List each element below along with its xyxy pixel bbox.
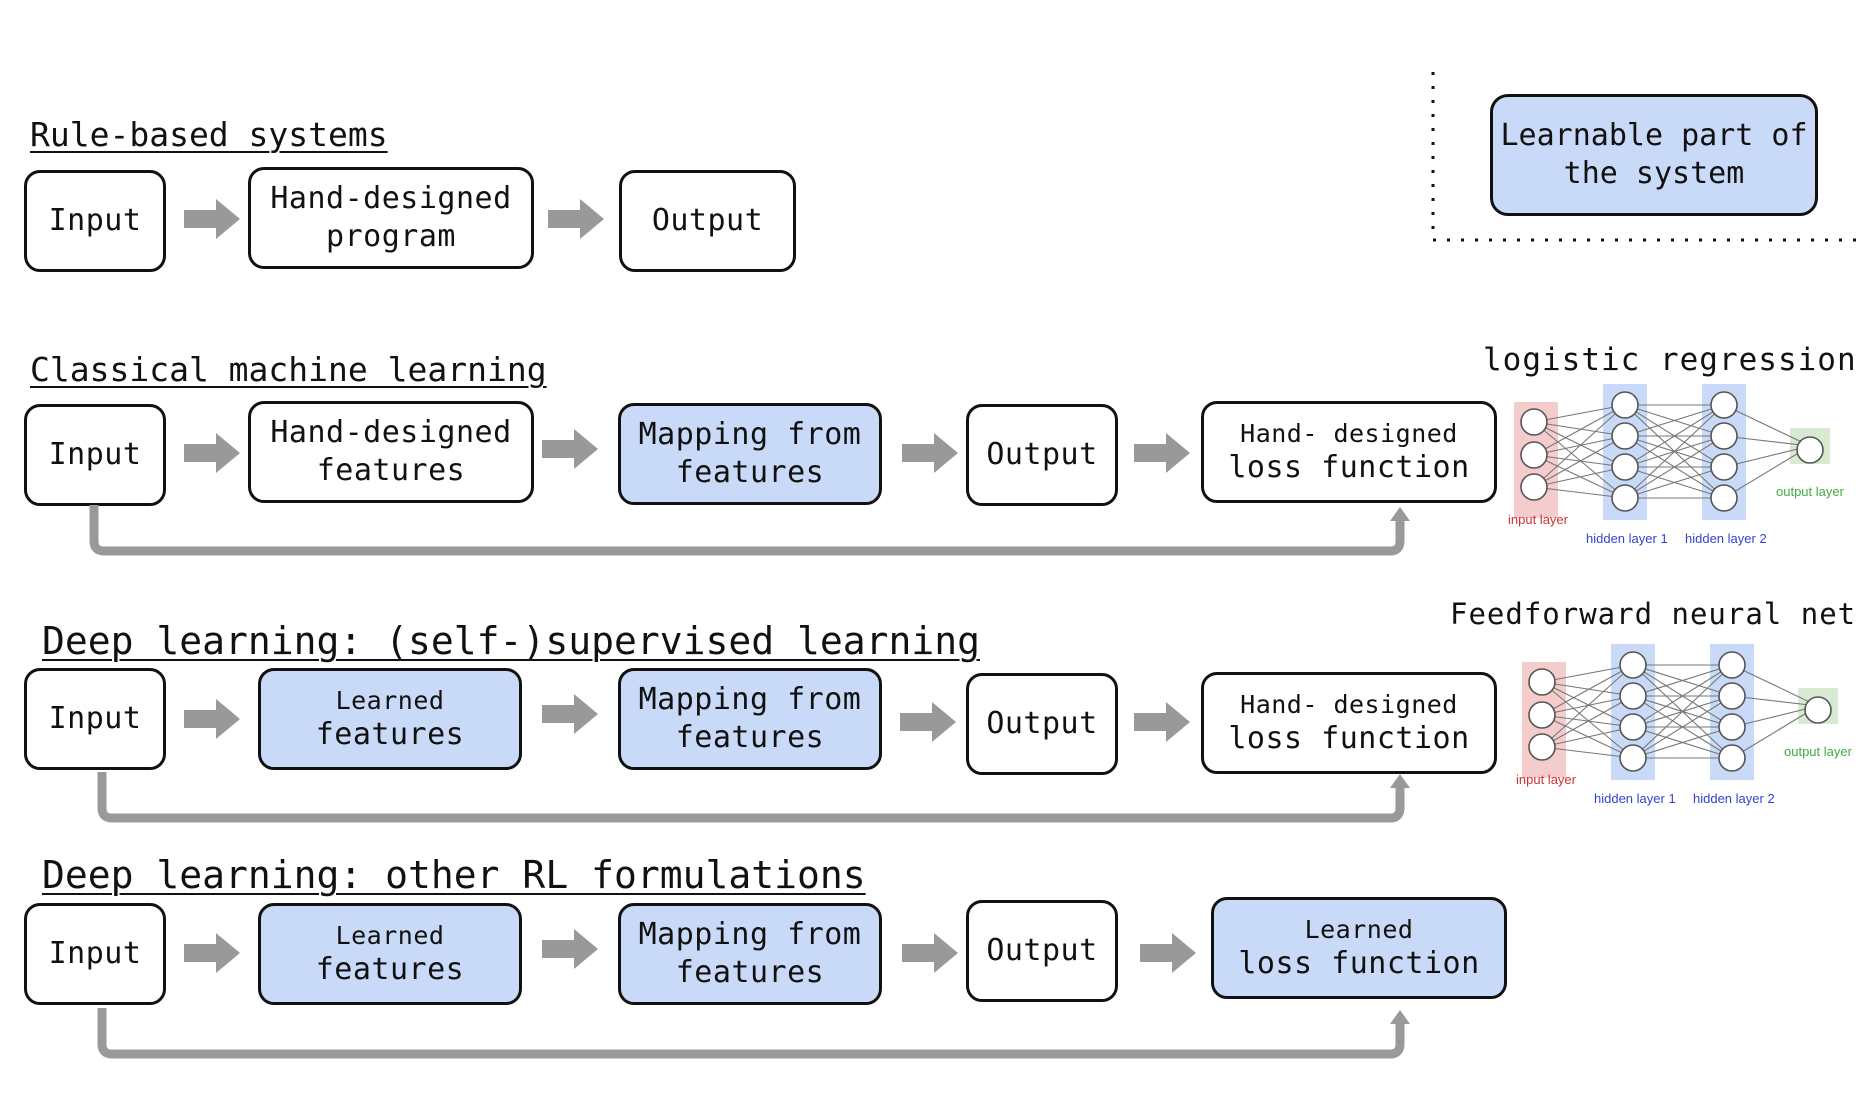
flow-arrow <box>900 702 956 742</box>
flow-arrow <box>1134 702 1190 742</box>
box-label-line2: loss function <box>1228 449 1470 485</box>
network-caption: logistic regression <box>1483 342 1857 378</box>
hand-designed-loss-function-box: Hand- designed loss function <box>1201 672 1497 774</box>
mapping-from-features-box: Mapping from features <box>618 668 882 770</box>
box-label: Output <box>986 933 1098 968</box>
box-label-line2: features <box>315 716 465 752</box>
box-label: Output <box>651 203 764 238</box>
input-layer-label: input layer <box>1516 772 1577 787</box>
feedback-loop-arrow <box>97 1008 1410 1059</box>
flow-arrow <box>184 933 240 973</box>
row-title-self-supervised: Deep learning: (self-)supervised learnin… <box>42 619 980 663</box>
flow-arrow <box>902 433 958 473</box>
box-label: Input <box>48 203 142 238</box>
hidden-layer-2-label: hidden layer 2 <box>1693 791 1775 806</box>
hand-designed-features-box: Hand-designed features <box>248 401 534 503</box>
feedback-loop-arrow <box>89 505 1410 556</box>
flow-arrow <box>902 933 958 973</box>
box-label: Output <box>986 437 1098 472</box>
box-label: Input <box>48 936 142 971</box>
legend-label-line1: Learnable part of <box>1500 118 1808 153</box>
box-label: Input <box>48 701 142 736</box>
output-box: Output <box>966 404 1118 506</box>
hidden-layer-2-label: hidden layer 2 <box>1685 531 1767 546</box>
box-label-line1: Hand- designed <box>1240 689 1458 719</box>
box-label-line2: features <box>675 955 825 990</box>
box-label-line1: Mapping from <box>638 417 862 452</box>
flow-arrow <box>548 199 604 239</box>
hand-designed-program-box: Hand-designed program <box>248 167 534 269</box>
box-label: Input <box>48 437 142 472</box>
output-box: Output <box>619 170 796 272</box>
box-label-line2: program <box>326 219 456 254</box>
flow-arrow <box>542 929 598 969</box>
box-label-line2: features <box>675 455 825 490</box>
box-label-line1: Learned <box>1304 914 1414 944</box>
legend-dotted-border <box>1431 72 1862 242</box>
hand-designed-loss-function-box: Hand- designed loss function <box>1201 401 1497 503</box>
box-label-line1: Hand- designed <box>1240 418 1458 448</box>
flow-arrow <box>1140 933 1196 973</box>
flow-arrow <box>1134 433 1190 473</box>
output-layer-label: output layer <box>1776 484 1845 499</box>
row-title-rule-based: Rule-based systems <box>30 115 388 154</box>
box-label: Output <box>986 706 1098 741</box>
flow-arrow <box>184 699 240 739</box>
box-label-line1: Hand-designed <box>270 181 512 216</box>
learned-features-box: Learned features <box>258 668 522 770</box>
output-box: Output <box>966 900 1118 1002</box>
flow-arrow <box>542 694 598 734</box>
hidden-layer-1-label: hidden layer 1 <box>1586 531 1668 546</box>
neural-network-diagram: input layer hidden layer 1 hidden layer … <box>1516 644 1853 806</box>
flow-arrow <box>542 429 598 469</box>
box-label-line1: Learned <box>335 685 445 715</box>
hidden-layer-1-label: hidden layer 1 <box>1594 791 1676 806</box>
learned-loss-function-box: Learned loss function <box>1211 897 1507 999</box>
output-box: Output <box>966 673 1118 775</box>
mapping-from-features-box: Mapping from features <box>618 903 882 1005</box>
flow-arrow <box>184 433 240 473</box>
mapping-from-features-box: Mapping from features <box>618 403 882 505</box>
row-title-classical-ml: Classical machine learning <box>30 350 547 389</box>
neural-network-diagram: input layer hidden layer 1 hidden layer … <box>1508 384 1845 546</box>
box-label-line2: features <box>675 720 825 755</box>
network-caption: Feedforward neural net <box>1450 597 1857 631</box>
box-label-line2: loss function <box>1228 720 1470 756</box>
box-label-line1: Learned <box>335 920 445 950</box>
input-box: Input <box>24 170 166 272</box>
input-box: Input <box>24 404 166 506</box>
learned-features-box: Learned features <box>258 903 522 1005</box>
box-label-line2: features <box>315 951 465 987</box>
box-label-line2: loss function <box>1238 945 1480 981</box>
box-label-line1: Mapping from <box>638 682 862 717</box>
flow-arrow <box>184 199 240 239</box>
input-layer-label: input layer <box>1508 512 1569 527</box>
box-label-line1: Mapping from <box>638 917 862 952</box>
row-title-other-rl: Deep learning: other RL formulations <box>42 853 866 897</box>
legend-learnable-box: Learnable part of the system <box>1490 94 1818 216</box>
output-layer-label: output layer <box>1784 744 1853 759</box>
feedback-loop-arrow <box>97 772 1410 823</box>
legend-label-line2: the system <box>1563 156 1745 191</box>
input-box: Input <box>24 668 166 770</box>
box-label-line1: Hand-designed <box>270 415 512 450</box>
box-label-line2: features <box>316 453 466 488</box>
input-box: Input <box>24 903 166 1005</box>
